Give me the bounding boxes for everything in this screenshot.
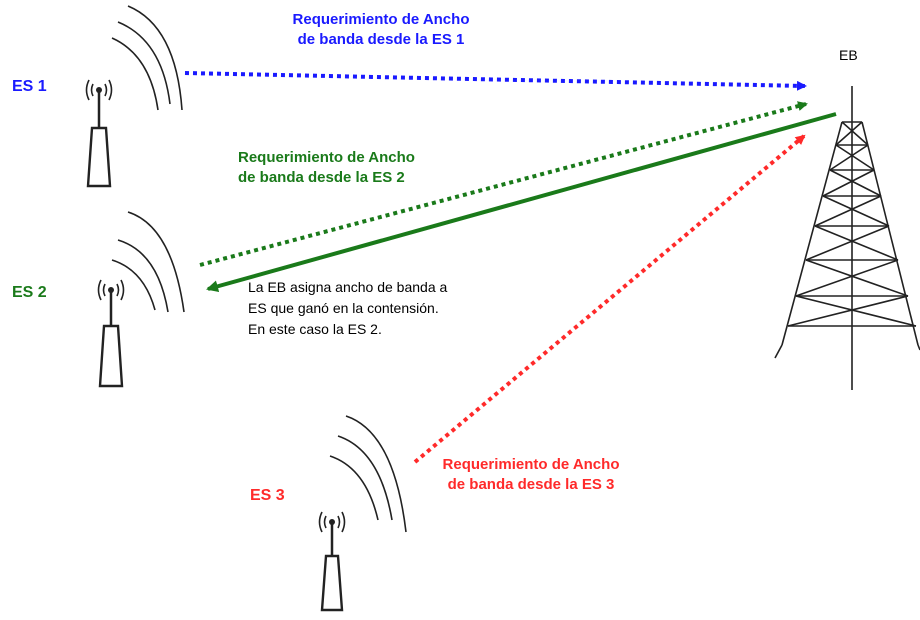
base-station-label: EB <box>839 47 858 63</box>
es1-request-label: Requerimiento de Ancho de banda desde la… <box>250 10 512 50</box>
assignment-note-line3: En este caso la ES 2. <box>248 321 382 337</box>
assignment-note-line1: La EB asigna ancho de banda a <box>248 279 448 295</box>
assignment-note-line2: ES que ganó en la contensión. <box>248 300 439 316</box>
assignment-arrow <box>206 112 837 293</box>
base-station-tower-icon <box>774 86 920 390</box>
es1-request-line1: Requerimiento de Ancho <box>292 11 470 28</box>
es1-antenna-icon <box>85 5 183 188</box>
es2-request-arrow <box>199 101 808 267</box>
es2-antenna-icon <box>97 211 185 388</box>
es1-label: ES 1 <box>12 78 47 95</box>
es3-request-line2: de banda desde la ES 3 <box>447 476 615 493</box>
es2-request-label: Requerimiento de Ancho de banda desde la… <box>238 148 510 188</box>
es3-antenna-icon <box>318 415 407 612</box>
es2-request-line1: Requerimiento de Ancho <box>238 149 415 166</box>
es1-request-line2: de banda desde la ES 1 <box>297 31 465 48</box>
es3-label: ES 3 <box>250 487 285 504</box>
es2-request-line2: de banda desde la ES 2 <box>238 169 405 186</box>
es2-label: ES 2 <box>12 284 47 301</box>
es1-request-arrow <box>184 71 807 91</box>
assignment-note: La EB asigna ancho de banda a ES que gan… <box>248 277 447 340</box>
es3-request-line1: Requerimiento de Ancho <box>442 456 620 473</box>
es3-request-label: Requerimiento de Ancho de banda desde la… <box>400 455 662 495</box>
